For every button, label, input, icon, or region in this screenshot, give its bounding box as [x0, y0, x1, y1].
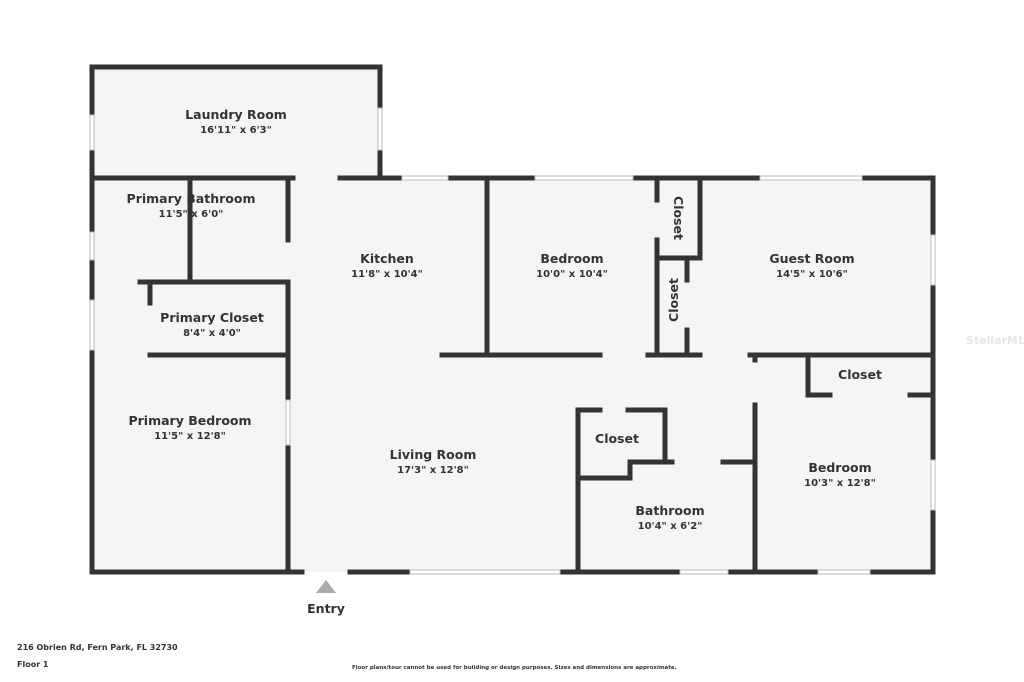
room-dims: 17'3" x 12'8" [397, 465, 469, 476]
room-name: Laundry Room [185, 107, 287, 122]
floor-fill [92, 67, 933, 572]
room-dims: 10'4" x 6'2" [638, 521, 703, 532]
room-name: Primary Bathroom [127, 191, 256, 206]
entry-label: Entry [307, 601, 345, 616]
room-dims: 11'5" x 12'8" [154, 431, 226, 442]
room-name: Primary Bedroom [128, 413, 251, 428]
room-dims: 11'5" x 6'0" [159, 209, 224, 220]
room-name: Closet [666, 278, 681, 322]
room-name: Guest Room [769, 251, 854, 266]
room-name: Living Room [390, 447, 477, 462]
room-name: Closet [671, 196, 686, 240]
room-dims: 10'0" x 10'4" [536, 269, 608, 280]
room-dims: 10'3" x 12'8" [804, 478, 876, 489]
room-name: Kitchen [360, 251, 414, 266]
room-dims: 8'4" x 4'0" [183, 328, 241, 339]
room-dims: 14'5" x 10'6" [776, 269, 848, 280]
entry-arrow-icon [316, 580, 336, 593]
room-dims: 16'11" x 6'3" [200, 125, 272, 136]
room-name: Closet [838, 367, 882, 382]
room-dims: 11'8" x 10'4" [351, 269, 423, 280]
room-name: Closet [595, 431, 639, 446]
floor-label: Floor 1 [17, 660, 49, 669]
room-name: Bedroom [540, 251, 603, 266]
watermark: StellarMLS [966, 334, 1024, 347]
address: 216 Obrien Rd, Fern Park, FL 32730 [17, 643, 178, 652]
room-name: Bathroom [635, 503, 704, 518]
room-name: Primary Closet [160, 310, 264, 325]
room-name: Bedroom [808, 460, 871, 475]
windows [89, 107, 936, 575]
disclaimer: Floor plans/tour cannot be used for buil… [352, 665, 677, 671]
walls [89, 64, 936, 575]
